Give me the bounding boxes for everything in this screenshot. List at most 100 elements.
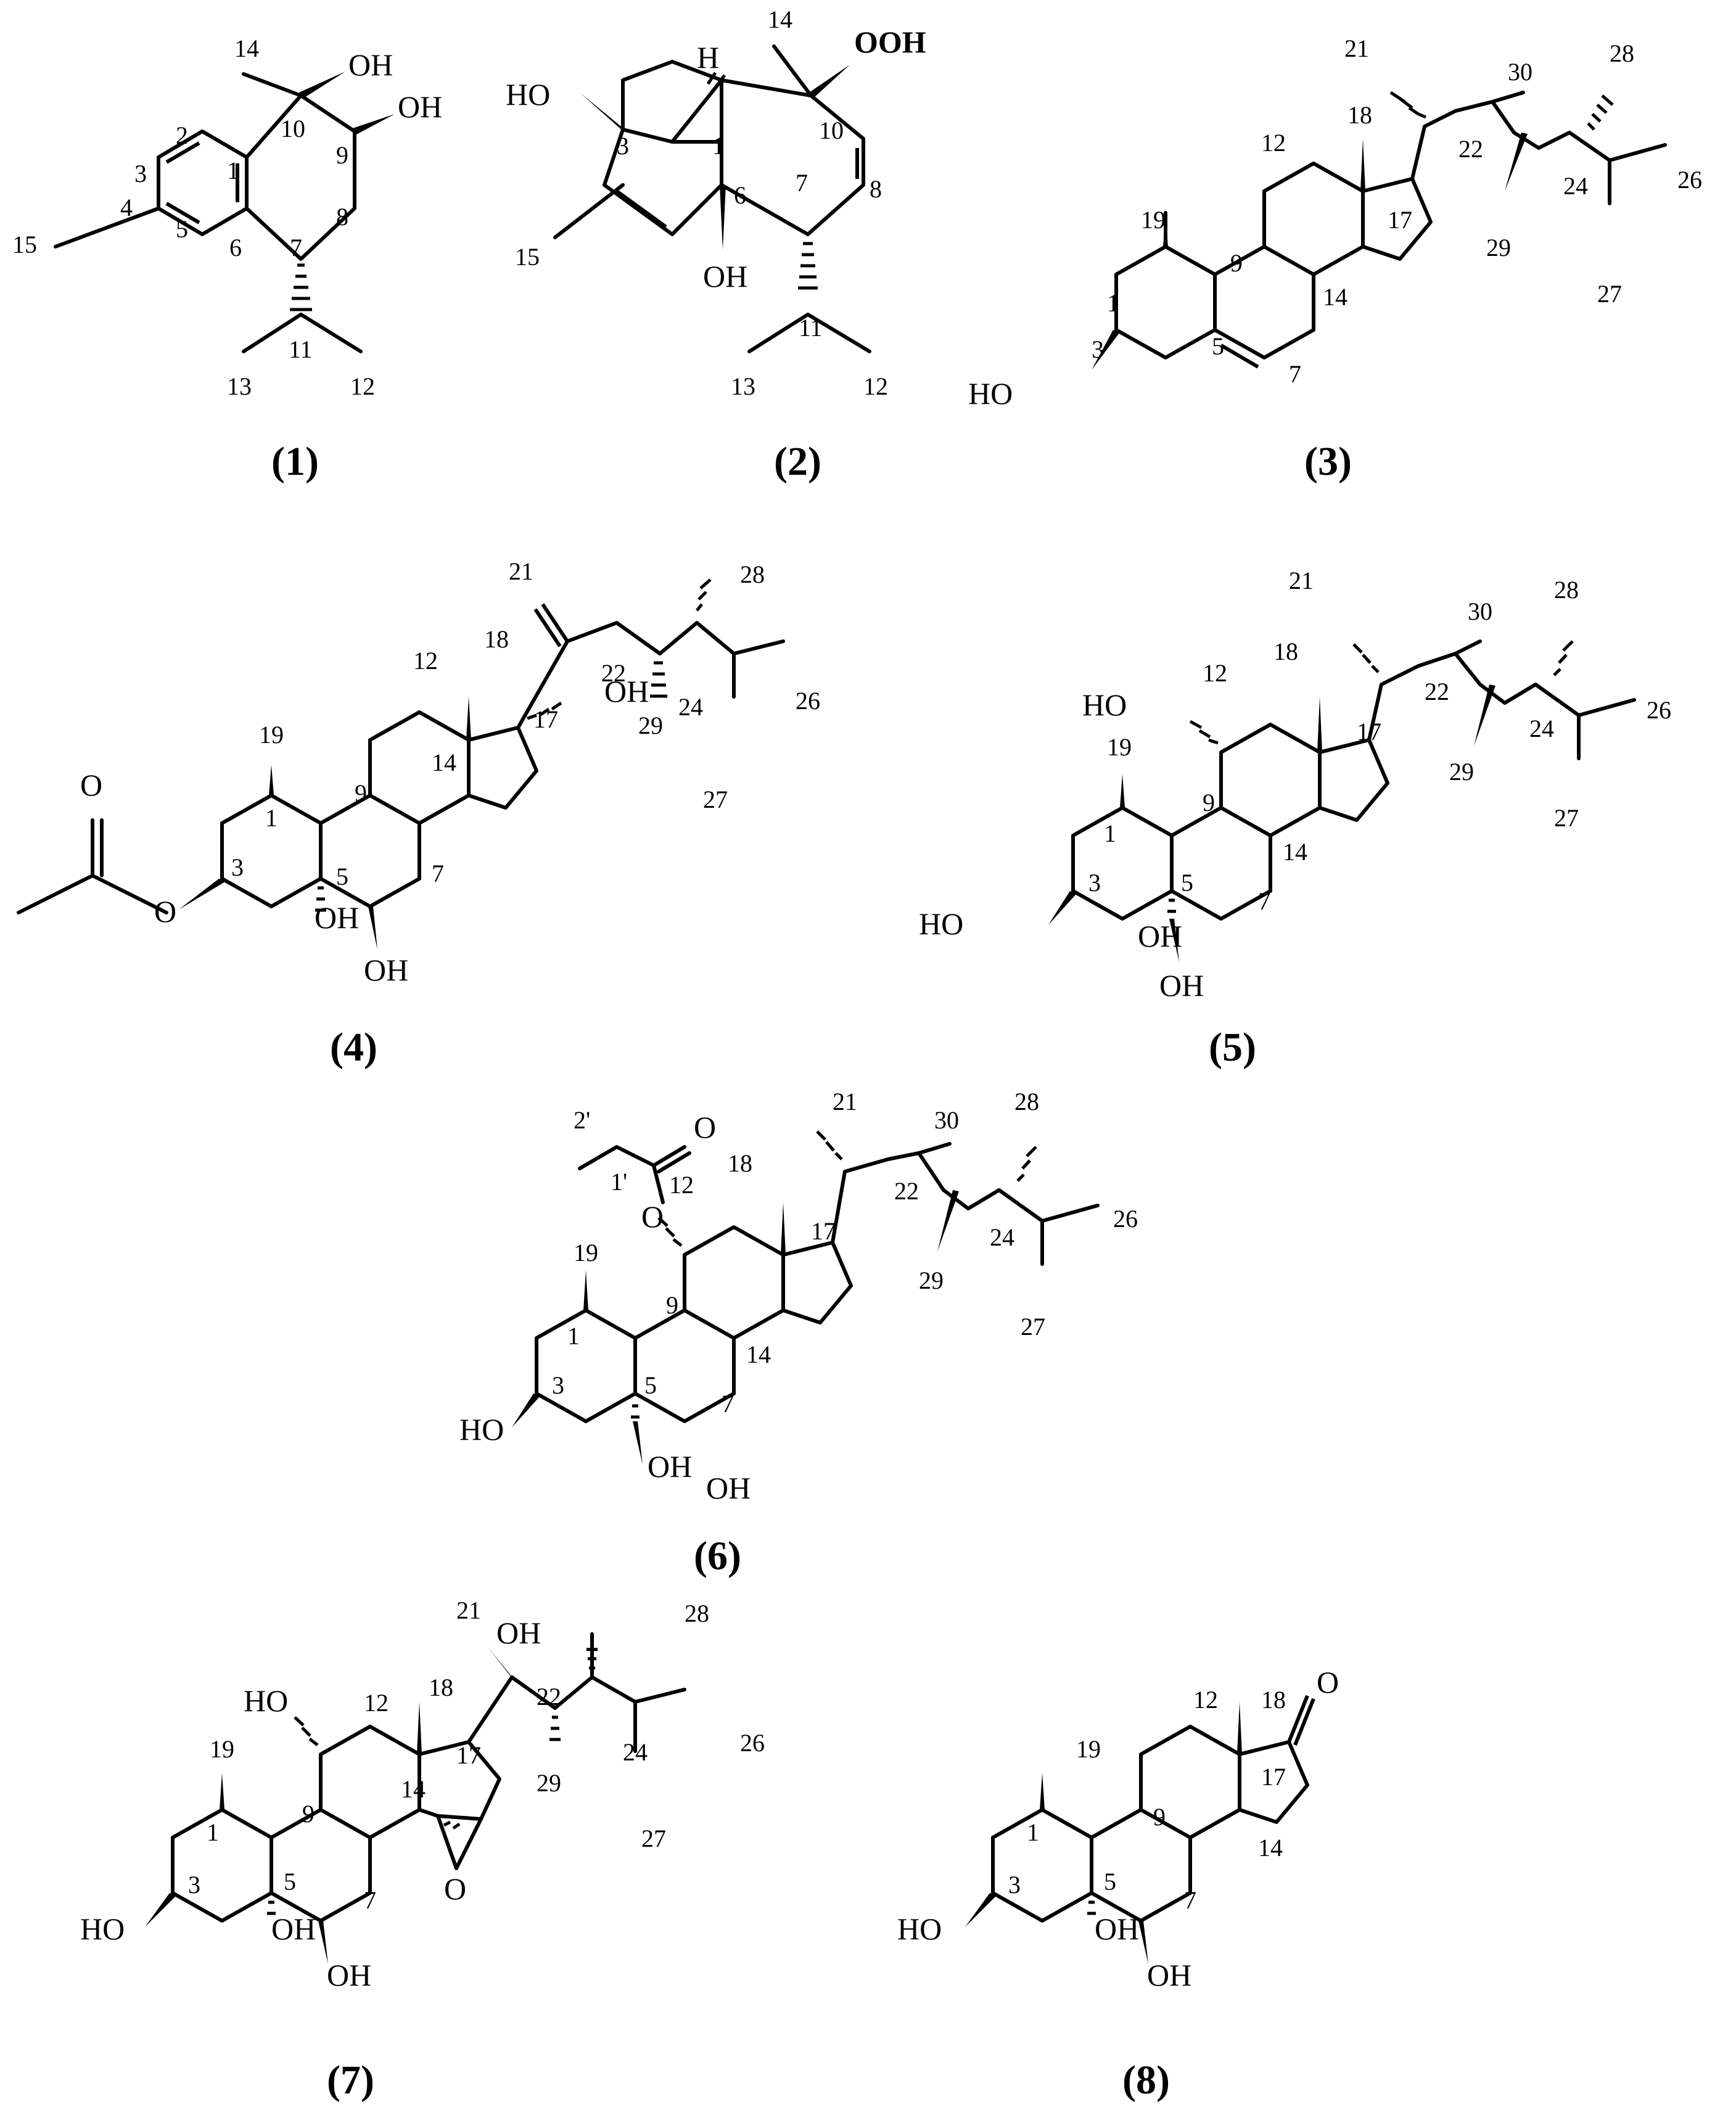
c3-atom-22: 22: [1458, 135, 1483, 163]
c6-atom-27: 27: [1021, 1313, 1045, 1341]
c2-atom-12: 12: [863, 372, 888, 400]
c4-group-oh-17: OH: [604, 674, 649, 708]
c5-atom-24: 24: [1529, 715, 1554, 742]
c8-atom-14: 14: [1258, 1834, 1283, 1862]
c6-caption: (6): [694, 1534, 741, 1579]
c3-caption: (3): [1304, 439, 1352, 484]
c5-atom-1: 1: [1104, 819, 1116, 847]
c5-atom-30: 30: [1468, 598, 1492, 625]
c6-group-oh-5: OH: [648, 1449, 692, 1484]
c5-atom-29: 29: [1449, 758, 1474, 786]
c2-atom-11: 11: [799, 314, 823, 342]
c7-atom-18: 18: [429, 1674, 453, 1701]
c2-caption: (2): [774, 439, 821, 484]
c2-group-h: H: [697, 40, 719, 75]
c5-group-ho-3: HO: [919, 906, 963, 941]
c1-atom-3: 3: [134, 160, 147, 187]
c4-atom-17: 17: [533, 705, 558, 733]
c2-atom-15: 15: [515, 243, 540, 271]
c6-atom-22: 22: [894, 1177, 919, 1205]
c8-atom-5: 5: [1104, 1868, 1116, 1895]
c7-atom-29: 29: [537, 1769, 561, 1797]
c6-atom-29: 29: [919, 1267, 944, 1294]
c3-atom-27: 27: [1597, 280, 1622, 308]
c4-atom-27: 27: [703, 786, 728, 813]
c1-atom-11: 11: [289, 335, 313, 363]
c1-atom-1: 1: [227, 157, 239, 184]
c3-atom-9: 9: [1230, 249, 1243, 277]
c2-atom-7: 7: [796, 169, 808, 197]
c1-atom-4: 4: [120, 194, 133, 221]
c6-atom-12: 12: [669, 1171, 694, 1199]
c7-group-oh-5: OH: [271, 1912, 316, 1946]
c7-atom-3: 3: [188, 1871, 200, 1899]
c6-atom-9: 9: [666, 1291, 678, 1319]
c1-atom-15: 15: [12, 231, 37, 258]
c1-atom-7: 7: [290, 234, 302, 261]
c5-atom-26: 26: [1647, 696, 1671, 724]
c4-atom-22: 22: [601, 659, 626, 687]
c7-atom-27: 27: [641, 1825, 666, 1852]
c1-atom-14: 14: [234, 35, 259, 62]
c7-atom-12: 12: [364, 1689, 389, 1717]
c8-atom-3: 3: [1008, 1871, 1021, 1899]
c2-group-ooh: OOH: [854, 25, 926, 59]
c2-atom-14: 14: [768, 6, 792, 33]
c8-atom-12: 12: [1193, 1686, 1218, 1714]
c8-caption: (8): [1122, 2058, 1170, 2103]
c7-atom-5: 5: [284, 1868, 296, 1895]
c7-atom-7: 7: [364, 1886, 376, 1914]
c5-atom-22: 22: [1425, 678, 1449, 705]
c7-atom-22: 22: [537, 1683, 561, 1710]
c6-atom-3: 3: [552, 1371, 564, 1399]
c7-group-oh-20: OH: [496, 1616, 541, 1650]
c6-atom-24: 24: [990, 1223, 1014, 1251]
c5-atom-3: 3: [1088, 869, 1101, 897]
c3-atom-1: 1: [1107, 289, 1119, 317]
compound-8-structure: [965, 1694, 1315, 1964]
c1-atom-8: 8: [336, 203, 348, 231]
c7-group-oh-6: OH: [327, 1958, 371, 1992]
c4-atom-19: 19: [259, 721, 284, 749]
compound-1-structure: [54, 72, 395, 353]
c8-group-ho-3: HO: [897, 1912, 942, 1946]
c6-atom-28: 28: [1014, 1088, 1039, 1115]
c7-group-o-epoxide: O: [444, 1871, 466, 1906]
c6-atom-1: 1: [567, 1322, 580, 1350]
c7-atom-9: 9: [302, 1800, 315, 1828]
c5-group-ho-11: HO: [1082, 688, 1127, 722]
c8-atom-7: 7: [1184, 1886, 1196, 1914]
c6-atom-26: 26: [1113, 1205, 1138, 1233]
c2-atom-8: 8: [870, 175, 882, 203]
c8-atom-19: 19: [1076, 1735, 1101, 1763]
c1-group-oh-10: OH: [348, 47, 393, 82]
c1-atom-5: 5: [176, 215, 188, 243]
c4-atom-3: 3: [231, 853, 244, 881]
c5-group-oh-5: OH: [1138, 919, 1182, 953]
c3-atom-26: 26: [1677, 166, 1702, 194]
c8-atom-17: 17: [1261, 1763, 1286, 1791]
c4-group-o-ester: O: [154, 894, 176, 929]
c3-atom-18: 18: [1347, 101, 1372, 129]
c5-atom-27: 27: [1554, 804, 1579, 832]
c5-atom-9: 9: [1203, 789, 1215, 816]
c7-atom-1: 1: [207, 1818, 219, 1846]
c3-atom-19: 19: [1141, 206, 1166, 234]
c5-atom-19: 19: [1107, 733, 1132, 761]
c6-atom-2prime: 2': [574, 1106, 590, 1134]
c3-atom-24: 24: [1563, 172, 1588, 200]
c4-atom-28: 28: [740, 561, 765, 588]
c1-atom-12: 12: [350, 372, 375, 400]
c2-group-oh: OH: [703, 259, 747, 294]
c6-atom-21: 21: [833, 1088, 857, 1115]
c3-atom-3: 3: [1092, 335, 1104, 363]
c2-atom-3: 3: [617, 132, 629, 160]
c2-group-ho: HO: [506, 77, 550, 112]
c6-atom-14: 14: [746, 1341, 771, 1368]
c4-group-oh-6: OH: [364, 953, 408, 987]
c3-atom-12: 12: [1261, 129, 1286, 157]
c5-atom-17: 17: [1357, 718, 1381, 745]
c7-atom-19: 19: [210, 1735, 234, 1763]
c8-group-oh-6: OH: [1147, 1958, 1191, 1992]
